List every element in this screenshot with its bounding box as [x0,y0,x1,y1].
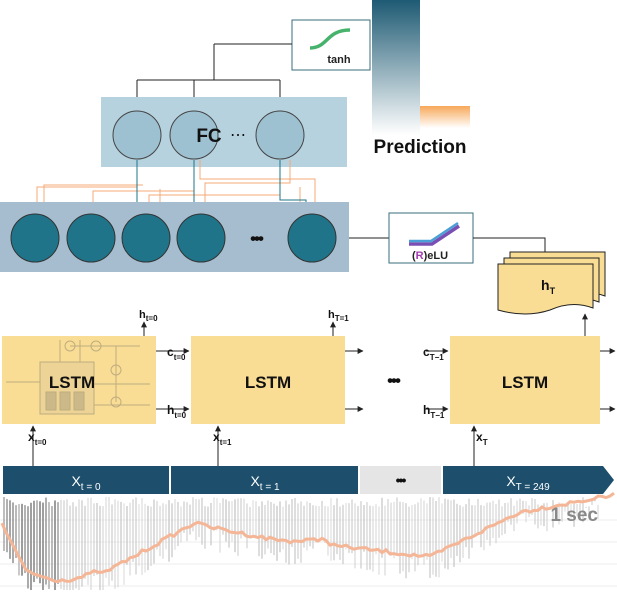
c-Tminus1-label: cT−1 [423,345,444,362]
c-t0-label: ct=0 [167,345,186,362]
h-t0-top-label: ht=0 [139,309,158,323]
signal-envelope [0,491,615,584]
fc-node [169,110,219,160]
timeline-bar [3,466,614,494]
h-Tminus1-label: hT−1 [423,403,445,420]
prediction-bar [372,0,470,135]
lstm-cell-0-label: LSTM [49,373,95,392]
lstm-cell-1 [191,336,345,424]
lstm-cell-2-label: LSTM [502,373,548,392]
timeline-segment-gap [360,466,441,494]
relu-curve-icon [409,224,460,246]
scale-label: 1 sec [550,505,598,526]
hidden-node [66,213,116,263]
timeline-segment-last [443,466,614,494]
hidden-nodes [10,213,337,263]
relu-to-hT-connector [473,237,546,252]
timeline-segment-1 [171,466,358,494]
h-T1-top-label: hT=1 [328,309,349,323]
lstm-arrows [30,321,616,466]
relu-label: (R)eLU [412,250,448,262]
fc-ellipsis: ⋯ [230,127,246,144]
hT-label: hT [541,277,556,296]
lstm-internal-schematic [6,340,150,415]
x-t0-label: xt=0 [28,430,47,447]
signal-waveform-area [0,491,617,590]
tanh-activation-box: tanh [291,19,371,71]
lstm-cell-2 [450,336,600,424]
relu-activation-box: (R)eLU [388,212,474,264]
lstm-cell-1-label: LSTM [245,373,291,392]
timeline-segment-0 [3,466,169,494]
x-t1-label: xt=1 [213,430,232,447]
hidden-layer-ellipsis: ••• [250,229,264,248]
timeline-label-1: Xt = 1 [250,473,280,493]
hidden-node [10,213,60,263]
hidden-node [287,213,337,263]
lstm-cell-0 [2,336,156,424]
timeline-label-0: Xt = 0 [71,473,101,493]
hidden-state-stack: hT [497,251,606,315]
fc-node [255,110,305,160]
hidden-node [176,213,226,263]
timeline-label-last: XT = 249 [506,473,550,493]
hidden-node [121,213,171,263]
tanh-label: tanh [327,54,351,66]
fc-node [112,110,162,160]
h-t0-right-label: ht=0 [167,403,187,420]
fc-label: FC [196,126,222,147]
tanh-curve-icon [309,28,351,50]
prediction-label: Prediction [374,137,467,158]
fc-nodes [112,110,305,160]
x-T-label: xT [476,430,488,447]
lstm-ellipsis: ••• [387,371,401,390]
